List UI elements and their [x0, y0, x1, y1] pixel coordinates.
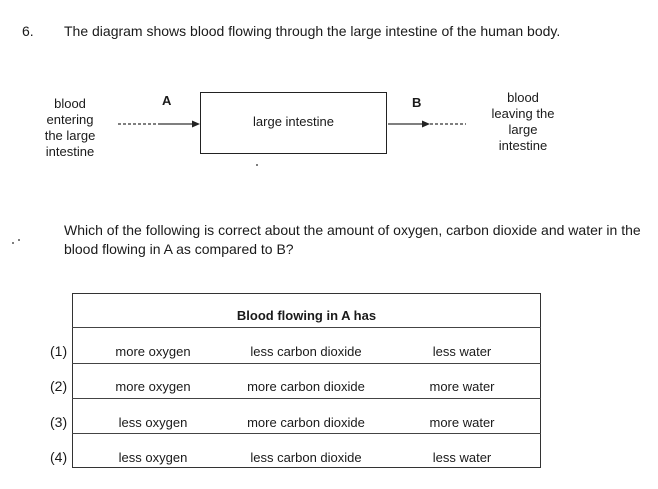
- water-cell: more water: [429, 379, 495, 394]
- blood-entering-label: blood entering the large intestine: [44, 96, 96, 159]
- oxygen-cell: less oxygen: [118, 415, 188, 430]
- scan-speck: [256, 164, 258, 166]
- point-b-label: B: [412, 95, 422, 110]
- carbon-dioxide-cell: more carbon dioxide: [247, 415, 365, 430]
- water-cell: less water: [432, 450, 492, 465]
- water-cell: more water: [429, 415, 495, 430]
- question-prompt: Which of the following is correct about …: [64, 222, 641, 257]
- oxygen-cell: more oxygen: [115, 379, 191, 394]
- point-a-label: A: [162, 93, 172, 108]
- table-divider: [72, 398, 541, 399]
- blood-leaving-label: blood leaving the large intestine: [491, 90, 555, 153]
- large-intestine-label: large intestine: [253, 114, 334, 129]
- arrow-in-head: [192, 120, 200, 128]
- water-cell: less water: [432, 344, 492, 359]
- table-divider: [72, 363, 541, 364]
- table-header: Blood flowing in A has: [236, 308, 377, 323]
- scan-speck: [18, 239, 20, 241]
- oxygen-cell: less oxygen: [118, 450, 188, 465]
- answer-table: [72, 293, 541, 468]
- option-number[interactable]: (1): [50, 343, 68, 359]
- option-number[interactable]: (3): [50, 414, 68, 430]
- option-number[interactable]: (4): [50, 449, 68, 465]
- carbon-dioxide-cell: more carbon dioxide: [247, 379, 365, 394]
- question-text: The diagram shows blood flowing through …: [64, 23, 561, 39]
- large-intestine-box: [200, 92, 387, 154]
- option-number[interactable]: (2): [50, 378, 68, 394]
- oxygen-cell: more oxygen: [115, 344, 191, 359]
- arrow-out-head: [422, 120, 430, 128]
- carbon-dioxide-cell: less carbon dioxide: [250, 344, 362, 359]
- table-divider: [72, 433, 541, 434]
- question-number: 6.: [22, 23, 34, 39]
- scan-speck: [12, 242, 14, 244]
- table-divider: [72, 327, 541, 328]
- carbon-dioxide-cell: less carbon dioxide: [250, 450, 362, 465]
